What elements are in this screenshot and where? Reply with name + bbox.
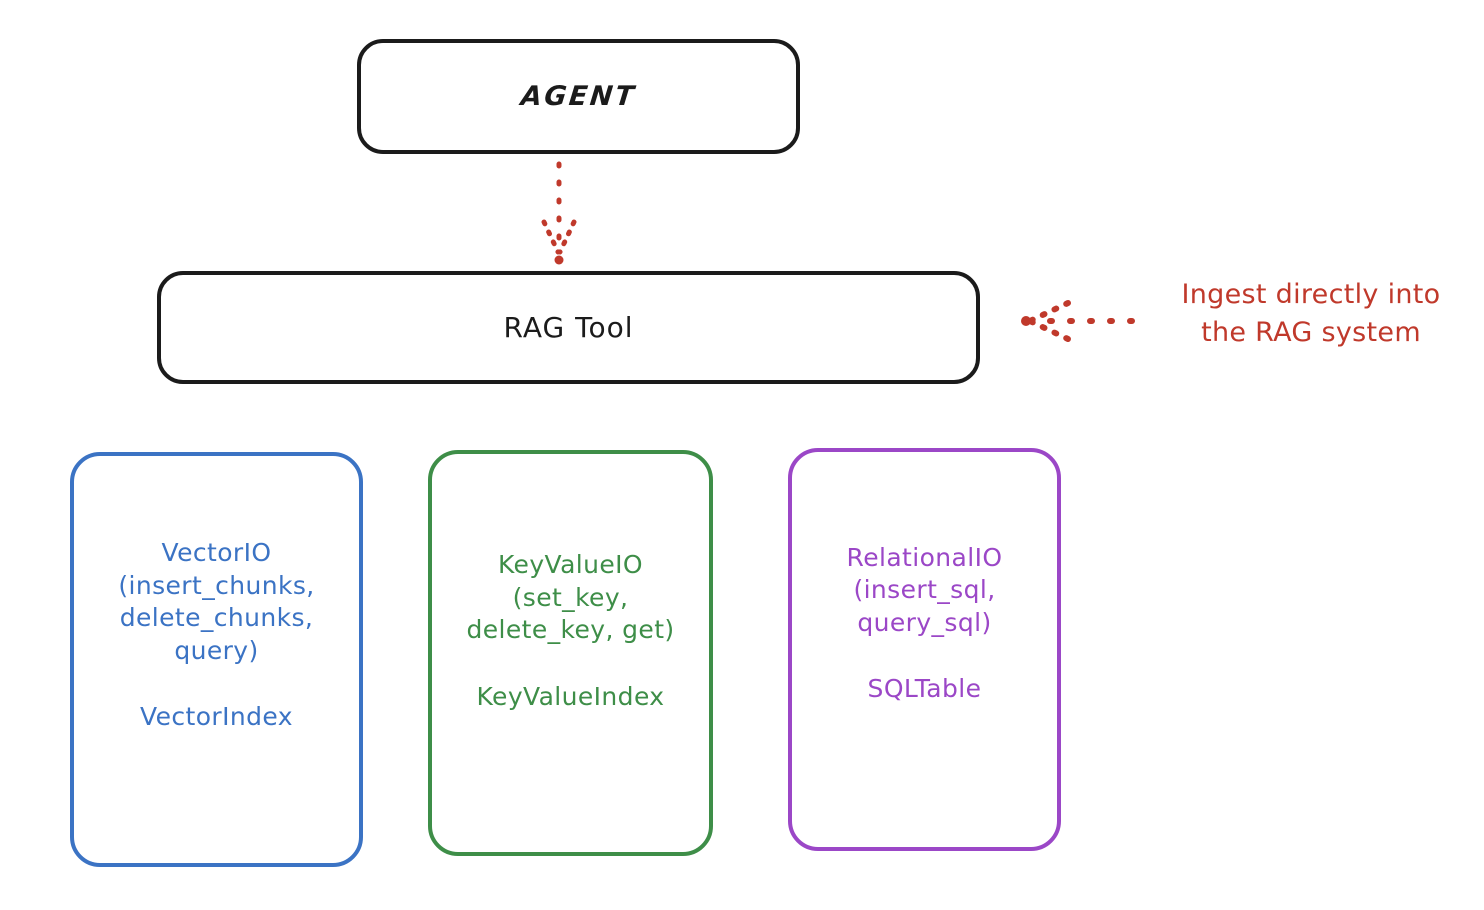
rag-tool-node[interactable]: RAG Tool <box>157 271 980 384</box>
rag-tool-label: RAG Tool <box>503 311 634 344</box>
key-value-io-index-label: KeyValueIndex <box>476 681 665 711</box>
key-value-io-content: KeyValueIO (set_key, delete_key, get) Ke… <box>466 549 674 713</box>
ingest-annotation-text: Ingest directly into the RAG system <box>1181 279 1441 349</box>
agent-node[interactable]: AGENT <box>357 39 800 154</box>
vector-io-api-label: VectorIO (insert_chunks, delete_chunks, … <box>118 538 315 665</box>
ingest-pointer-arrow-icon <box>1021 300 1135 342</box>
agent-label: AGENT <box>519 81 638 112</box>
vector-io-node[interactable]: VectorIO (insert_chunks, delete_chunks, … <box>70 452 363 867</box>
agent-to-rag-tool-arrow-icon <box>541 161 577 265</box>
key-value-io-node[interactable]: KeyValueIO (set_key, delete_key, get) Ke… <box>428 450 713 856</box>
vector-io-content: VectorIO (insert_chunks, delete_chunks, … <box>118 537 314 734</box>
relational-io-index-label: SQLTable <box>867 674 982 703</box>
key-value-io-api-label: KeyValueIO (set_key, delete_key, get) <box>466 550 675 644</box>
relational-io-node[interactable]: RelationalIO (insert_sql, query_sql) SQL… <box>788 448 1061 851</box>
relational-io-api-label: RelationalIO (insert_sql, query_sql) <box>846 542 1003 637</box>
relational-io-content: RelationalIO (insert_sql, query_sql) SQL… <box>847 542 1003 706</box>
vector-io-index-label: VectorIndex <box>140 702 293 732</box>
